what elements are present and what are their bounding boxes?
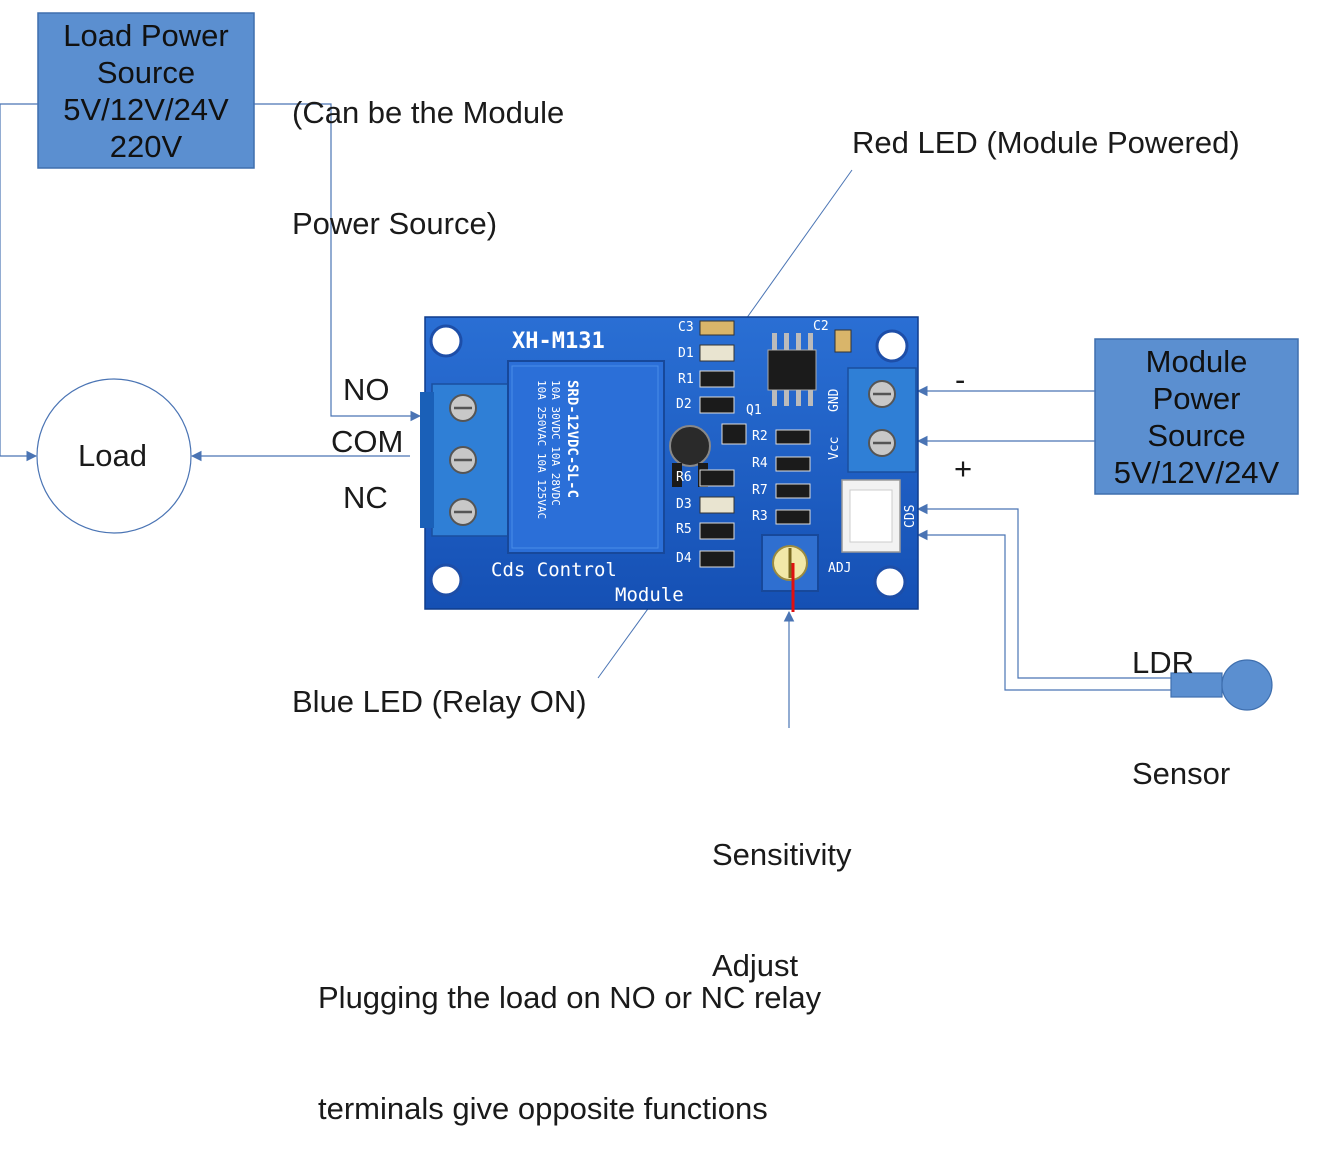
- relay-text-1: 10A 250VAC 10A 125VAC: [535, 380, 548, 519]
- relay-text-2: 10A 30VDC 10A 28VDC: [549, 380, 562, 506]
- silk-cds: CDS: [903, 505, 918, 528]
- wiring-diagram: 10A 250VAC 10A 125VAC 10A 30VDC 10A 28VD…: [0, 12, 1299, 728]
- ldr-line: Sensor: [1132, 756, 1231, 791]
- minus-label: -: [955, 362, 966, 397]
- pointer-red-led: [740, 169, 853, 327]
- sensitivity-line: Adjust: [712, 948, 799, 983]
- wire-ldr-2: [916, 529, 1172, 691]
- board-caption-1: Cds Control: [491, 559, 617, 581]
- silk-r4: R4: [752, 456, 768, 471]
- silk-r3: R3: [752, 509, 768, 524]
- silk-adj: ADJ: [828, 561, 851, 576]
- relay-text-3: SRD-12VDC-SL-C: [564, 380, 580, 498]
- footer-line: Plugging the load on NO or NC relay: [318, 980, 822, 1015]
- silk-d1: D1: [678, 346, 694, 361]
- silk-d3: D3: [676, 497, 692, 512]
- module-power-source-label: Module Power Source 5V/12V/24V: [1095, 343, 1298, 491]
- silk-r6: R6: [676, 470, 692, 485]
- ldr-line: LDR: [1132, 645, 1195, 680]
- silk-d2: D2: [676, 397, 692, 412]
- board-caption-2: Module: [615, 584, 684, 606]
- xh-m131-module-board: 10A 250VAC 10A 125VAC 10A 30VDC 10A 28VD…: [420, 316, 919, 612]
- load-power-source-box: [37, 12, 255, 169]
- silk-d4: D4: [676, 551, 692, 566]
- note-line: (Can be the Module: [292, 95, 565, 130]
- terminal-no-label: NO: [343, 372, 390, 407]
- wire-load-source-to-no: [254, 103, 422, 422]
- load-power-source-line: 5V/12V/24V: [63, 92, 229, 127]
- module-power-source-line: Module: [1145, 344, 1248, 379]
- footer-note: Plugging the load on NO or NC relay term…: [318, 905, 821, 1164]
- ldr-sensor-label: LDR Sensor: [1132, 570, 1230, 829]
- blue-led-label: Blue LED (Relay ON): [292, 684, 587, 719]
- note-line: Power Source): [292, 206, 498, 241]
- screw-terminal-icon: [420, 383, 509, 537]
- silk-r2: R2: [752, 429, 768, 444]
- silk-c3: C3: [678, 320, 694, 335]
- screw-terminal-icon: [847, 367, 917, 473]
- sensitivity-adjust-label: Sensitivity Adjust: [712, 762, 852, 1021]
- module-power-source-line: Source: [1147, 418, 1246, 453]
- wire-load-source-to-load: [0, 103, 38, 462]
- silk-r5: R5: [676, 522, 692, 537]
- terminal-com-label: COM: [331, 424, 404, 459]
- potentiometer-icon: [761, 534, 819, 592]
- silk-vcc: Vcc: [827, 437, 842, 460]
- module-power-source-line: Power: [1152, 381, 1241, 416]
- module-power-source-line: 5V/12V/24V: [1113, 455, 1280, 490]
- can-be-module-source-note: (Can be the Module Power Source): [292, 20, 564, 279]
- load-power-source-line: Load Power: [63, 18, 229, 53]
- footer-line: terminals give opposite functions: [318, 1091, 768, 1126]
- load-power-source-line: Source: [96, 55, 196, 90]
- load-power-source-line: 220V: [109, 129, 183, 164]
- silk-gnd: GND: [827, 388, 842, 412]
- silk-r1: R1: [678, 372, 694, 387]
- wire-ldr-1: [916, 503, 1172, 679]
- ldr-sensor-icon: [1170, 659, 1273, 711]
- silk-c2: C2: [813, 319, 829, 334]
- silk-r7: R7: [752, 483, 768, 498]
- red-led-label: Red LED (Module Powered): [852, 125, 1240, 160]
- module-power-source-box: [1094, 338, 1299, 495]
- load-label: Load: [78, 438, 147, 473]
- board-model: XH-M131: [512, 329, 605, 354]
- silk-q1: Q1: [746, 403, 762, 418]
- terminal-nc-label: NC: [343, 480, 388, 515]
- plus-label: +: [954, 451, 973, 486]
- load-power-source-label: Load Power Source 5V/12V/24V 220V: [38, 17, 254, 165]
- sensitivity-line: Sensitivity: [712, 837, 852, 872]
